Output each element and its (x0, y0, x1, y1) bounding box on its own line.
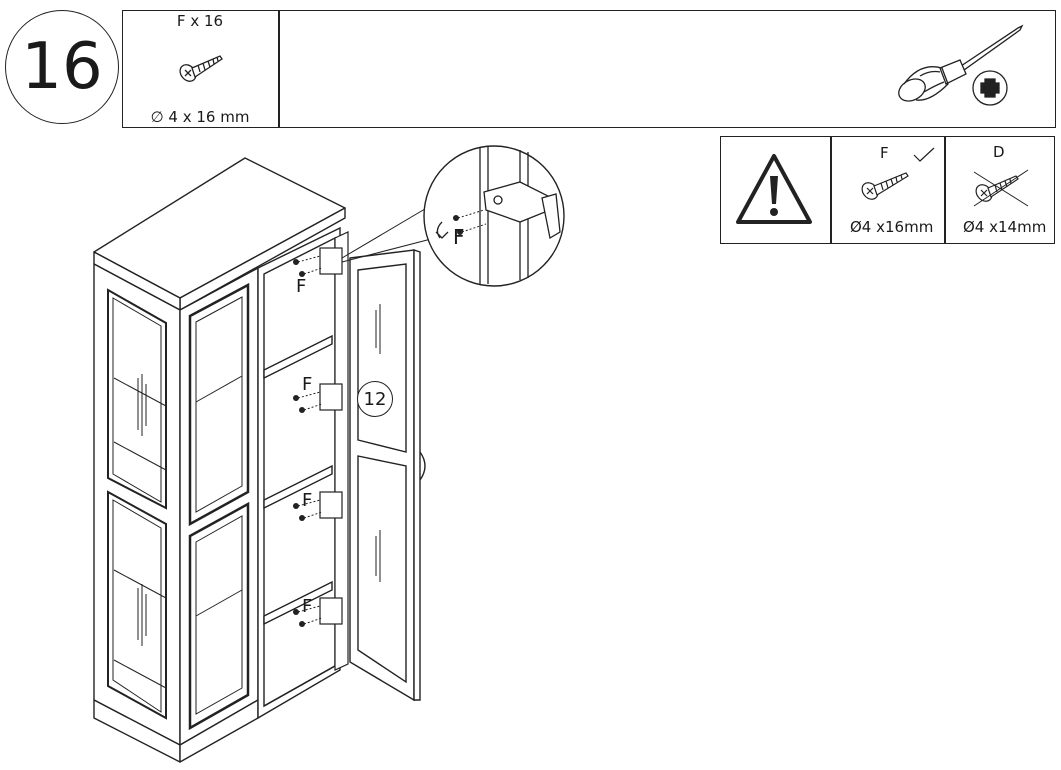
warning-triangle-icon (736, 154, 812, 224)
warning-box (720, 136, 1055, 244)
correct-screw-letter: F (880, 144, 889, 162)
door-part-number: 12 (363, 388, 387, 410)
hinge-screw-label: F (302, 596, 313, 617)
cabinet-assembly-illustration (93, 145, 565, 763)
step-number: 16 (21, 30, 103, 104)
screw-icon (179, 55, 223, 82)
step-number-circle: 16 (5, 10, 119, 124)
callout-screw-label: F (453, 225, 465, 249)
wrong-screw-letter: D (993, 143, 1005, 161)
phillips-screwdriver-icon (898, 24, 1024, 106)
wrong-screw-size: Ø4 x14mm (963, 218, 1047, 236)
screw-icon (861, 172, 909, 200)
hinge-screw-label: F (302, 374, 313, 395)
header-divider (278, 10, 280, 128)
correct-screw-size: Ø4 x16mm (850, 218, 934, 236)
checkmark-icon (913, 147, 935, 162)
hardware-size-label: ∅ 4 x 16 mm (150, 108, 250, 126)
hinge-screw-label: F (296, 276, 307, 297)
crossed-out-screw-icon (973, 169, 1029, 207)
door-part-number-circle: 12 (357, 381, 393, 417)
hinge-screw-label: F (302, 490, 313, 511)
hardware-quantity-label: F x 16 (176, 12, 224, 30)
warning-divider (830, 136, 832, 244)
hardware-header-box (122, 10, 1056, 128)
warning-divider (944, 136, 946, 244)
